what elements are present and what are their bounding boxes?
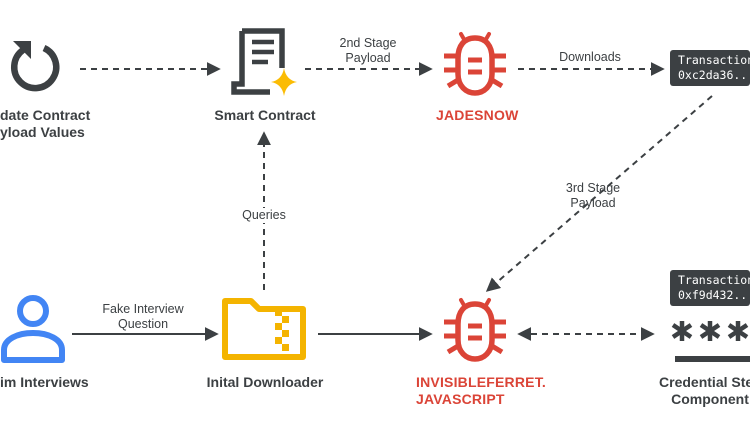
sim-interviews-label: im Interviews bbox=[0, 374, 89, 390]
edge-label-third-stage: 3rd Stage Payload bbox=[565, 181, 621, 210]
transaction-badge-bottom: Transaction 0xf9d432... bbox=[670, 270, 750, 306]
smart-contract-label: Smart Contract bbox=[214, 107, 316, 123]
transaction-badge-top: Transaction 0xc2da36... bbox=[670, 50, 750, 86]
document-sparkle-icon bbox=[231, 28, 297, 96]
initial-downloader-label: Inital Downloader bbox=[206, 374, 324, 390]
update-contract-label: date Contract yload Values bbox=[0, 107, 91, 140]
edge-label-queries: Queries bbox=[232, 208, 296, 223]
edge-label-downloads: Downloads bbox=[559, 50, 621, 64]
password-icon bbox=[671, 321, 750, 362]
edge-label-second-stage: 2nd Stage Payload bbox=[339, 36, 397, 65]
bug-icon bbox=[444, 32, 506, 96]
credential-stealer-label: Credential Stea Component bbox=[659, 374, 750, 407]
edge-transaction-to-ferret bbox=[485, 95, 713, 292]
bug-icon bbox=[444, 298, 506, 362]
edge-label-fake-interview: Fake Interview Question bbox=[102, 302, 184, 331]
zip-folder-icon bbox=[222, 298, 306, 360]
jadesnow-label: JADESNOW bbox=[436, 107, 519, 123]
person-icon bbox=[1, 295, 65, 363]
refresh-icon bbox=[10, 41, 60, 92]
invisibleferret-label: INVISIBLEFERRET. JAVASCRIPT bbox=[416, 374, 546, 407]
